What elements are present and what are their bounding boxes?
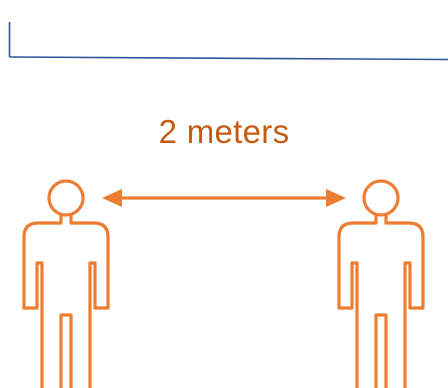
double-arrow-icon: [102, 189, 346, 207]
left-person-body: [22, 215, 110, 388]
right-person-inner-leg: [374, 313, 388, 388]
frame-bottom-edge: [9, 56, 448, 61]
arrow-head-left: [102, 189, 122, 207]
arrow-head-right: [326, 189, 346, 207]
left-person-inner-leg: [59, 313, 73, 388]
frame-outline: [8, 22, 448, 61]
right-person-icon: [337, 179, 425, 388]
left-person-head: [47, 179, 85, 217]
right-person-body: [337, 215, 425, 388]
right-person-head: [362, 179, 400, 217]
distance-label: 2 meters: [158, 113, 290, 150]
left-person-icon: [22, 179, 110, 388]
